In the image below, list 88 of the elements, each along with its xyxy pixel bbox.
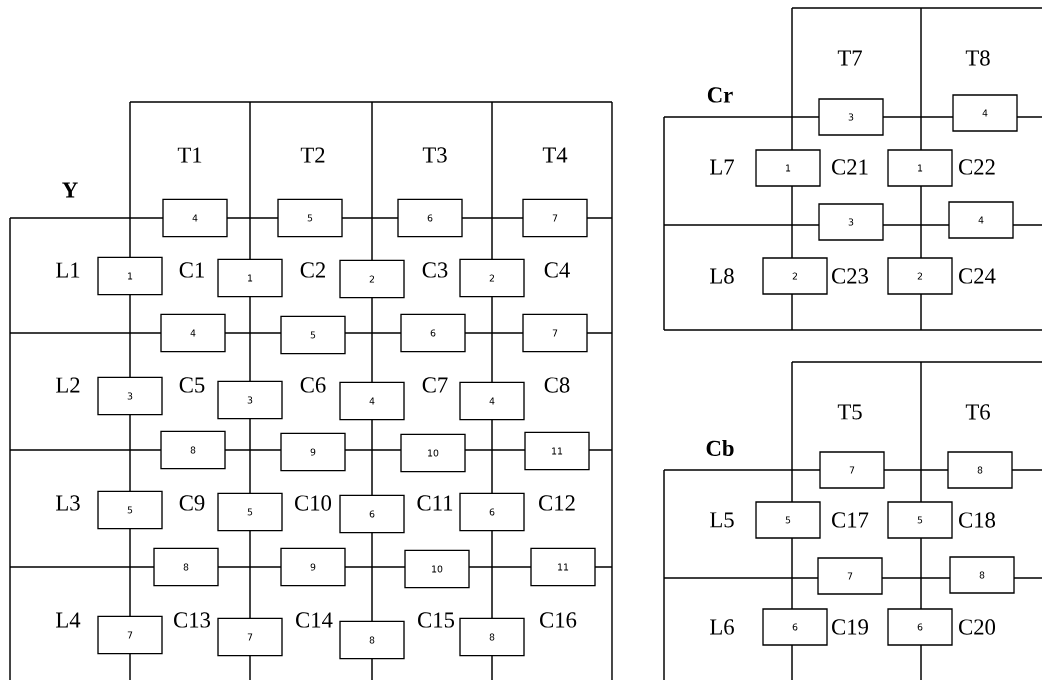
number-box: 10 <box>404 549 470 589</box>
number-box: 3 <box>97 376 163 416</box>
row-label: L6 <box>710 619 734 635</box>
number-box: 4 <box>948 201 1014 239</box>
number-box: 7 <box>817 557 883 595</box>
row-label: L4 <box>56 612 81 628</box>
number-box: 6 <box>400 313 466 353</box>
cell-label: C3 <box>422 262 448 278</box>
column-label: T5 <box>837 404 862 420</box>
group-label: Y <box>62 182 78 198</box>
number-box: 8 <box>339 620 405 660</box>
number-box: 4 <box>162 198 228 238</box>
cell-label: C22 <box>959 159 995 175</box>
cell-label: C7 <box>422 377 448 393</box>
cell-label: C15 <box>418 612 454 628</box>
number-box: 4 <box>459 381 525 421</box>
cell-label: C11 <box>417 495 453 511</box>
cell-label: C24 <box>959 268 996 284</box>
cell-label: C2 <box>300 262 325 278</box>
number-box: 1 <box>97 256 163 296</box>
column-label: T2 <box>300 147 325 163</box>
number-box: 8 <box>947 451 1013 489</box>
cell-label: C13 <box>174 612 210 628</box>
cell-label: C5 <box>179 377 205 393</box>
number-box: 8 <box>459 617 525 657</box>
cell-label: C21 <box>832 159 868 175</box>
number-box: 5 <box>887 501 953 539</box>
number-box: 2 <box>339 259 405 299</box>
number-box: 8 <box>949 556 1015 594</box>
number-box: 4 <box>952 94 1018 132</box>
row-label: L5 <box>710 512 734 528</box>
column-label: T3 <box>422 147 447 163</box>
number-box: 2 <box>887 257 953 295</box>
cell-label: C18 <box>959 512 996 528</box>
number-box: 5 <box>97 490 163 530</box>
number-box: 2 <box>459 258 525 298</box>
number-box: 6 <box>459 492 525 532</box>
number-box: 1 <box>217 258 283 298</box>
column-label: T6 <box>965 404 990 420</box>
column-label: T1 <box>177 147 202 163</box>
cell-label: C4 <box>544 262 570 278</box>
number-box: 8 <box>160 430 226 470</box>
cell-label: C6 <box>300 377 326 393</box>
number-box: 4 <box>160 313 226 353</box>
cell-label: C12 <box>539 495 575 511</box>
number-box: 8 <box>153 547 219 587</box>
number-box: 1 <box>755 149 821 187</box>
number-box: 3 <box>818 98 884 136</box>
row-label: L8 <box>710 268 734 284</box>
number-box: 7 <box>819 451 885 489</box>
number-box: 6 <box>887 608 953 646</box>
column-label: T4 <box>542 147 568 163</box>
cell-label: C17 <box>832 512 869 528</box>
column-label: T8 <box>965 50 990 66</box>
number-box: 6 <box>762 608 828 646</box>
cell-label: C14 <box>296 612 333 628</box>
number-box: 4 <box>339 381 405 421</box>
group-label: Cr <box>707 87 733 103</box>
number-box: 10 <box>400 433 466 473</box>
number-box: 6 <box>339 494 405 534</box>
column-label: T7 <box>837 50 862 66</box>
cell-label: C19 <box>832 619 868 635</box>
number-box: 7 <box>97 615 163 655</box>
number-box: 7 <box>522 198 588 238</box>
number-box: 5 <box>280 315 346 355</box>
cell-label: C23 <box>832 268 868 284</box>
cell-label: C16 <box>540 612 577 628</box>
number-box: 1 <box>887 149 953 187</box>
cell-label: C8 <box>544 377 570 393</box>
cell-label: C9 <box>179 495 205 511</box>
number-box: 3 <box>818 203 884 241</box>
number-box: 5 <box>277 198 343 238</box>
number-box: 2 <box>762 257 828 295</box>
number-box: 5 <box>755 501 821 539</box>
number-box: 9 <box>280 547 346 587</box>
number-box: 7 <box>217 617 283 657</box>
number-box: 11 <box>524 431 590 471</box>
row-label: L7 <box>710 159 734 175</box>
number-box: 3 <box>217 380 283 420</box>
number-box: 9 <box>280 432 346 472</box>
number-box: 11 <box>530 547 596 587</box>
number-box: 7 <box>522 313 588 353</box>
cell-label: C20 <box>959 619 996 635</box>
cell-label: C1 <box>179 262 204 278</box>
group-label: Cb <box>706 440 734 456</box>
number-box: 6 <box>397 198 463 238</box>
cell-label: C10 <box>295 495 332 511</box>
number-box: 5 <box>217 492 283 532</box>
